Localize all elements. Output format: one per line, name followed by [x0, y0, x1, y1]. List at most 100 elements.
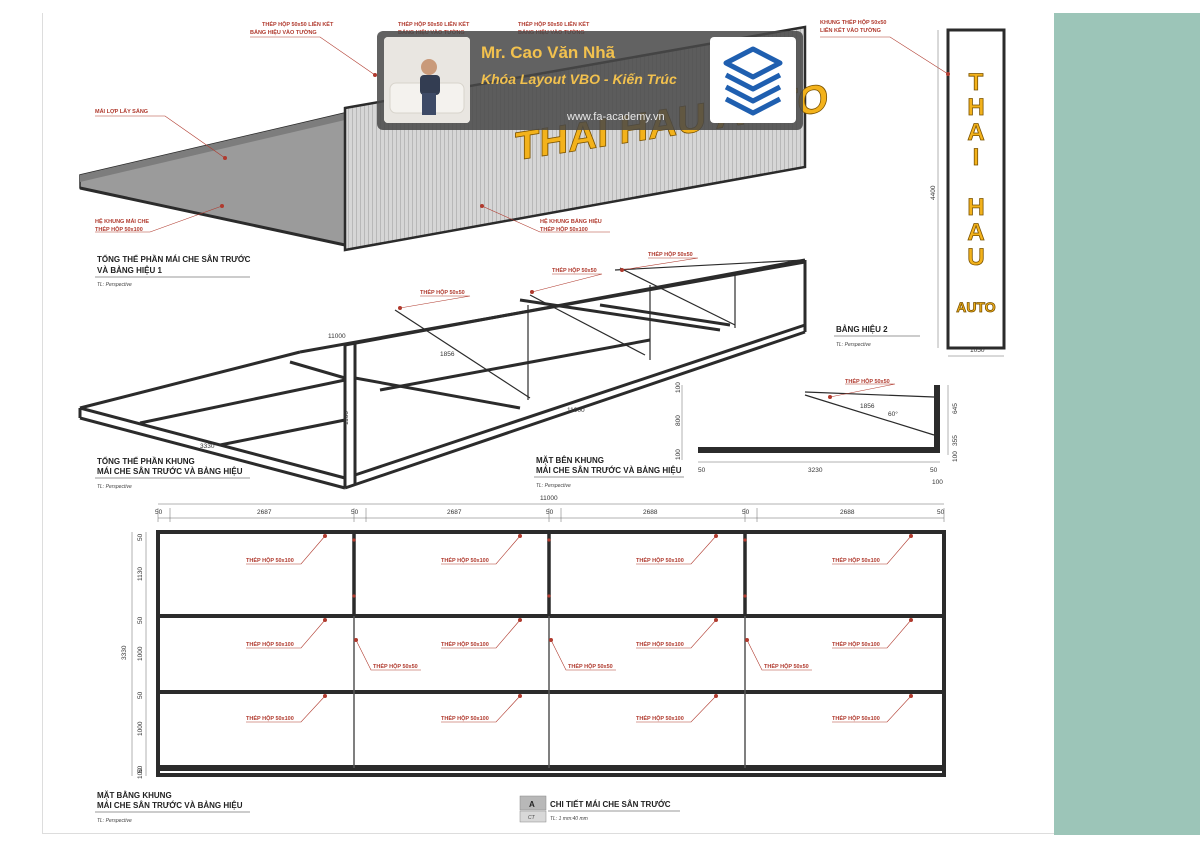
- plan-overall-depth: 3330: [121, 645, 128, 660]
- view4-left: 50: [698, 467, 706, 474]
- plan-post-label: THÉP HỘP 50x50: [568, 662, 613, 670]
- view3-brace-label-2: THÉP HỘP 50x50: [552, 266, 597, 274]
- plan-beam-label: THÉP HỘP 50x100: [441, 714, 489, 722]
- view3-length-top: 11000: [328, 333, 346, 340]
- plan-beam-label: THÉP HỘP 50x100: [246, 714, 294, 722]
- view1-title-1: TỔNG THỂ PHẦN MÁI CHE SÂN TRƯỚC: [97, 254, 251, 264]
- sign-letter-6: A: [967, 219, 984, 246]
- author-name: Mr. Cao Văn Nhã: [481, 43, 616, 62]
- title-block-title: CHI TIẾT MÁI CHE SÂN TRƯỚC: [550, 799, 671, 809]
- sign-auto: AUTO: [956, 299, 996, 315]
- sign-letter-3: A: [967, 119, 984, 146]
- label-connect-a1: THÉP HỘP 50x50 LIÊN KẾT: [262, 20, 334, 28]
- plan-side-dim: 50: [137, 533, 144, 541]
- plan-top-dim: 2688: [840, 509, 855, 516]
- plan-side-dim: 50: [137, 765, 144, 773]
- view2-title: BẢNG HIỆU 2: [836, 325, 888, 334]
- view4-side-elevation: THÉP HỘP 50x50 1856 60° 3230 50 50 100 6…: [534, 377, 959, 489]
- plan-top-dim: 50: [155, 509, 163, 516]
- label-sign-frame-2: THÉP HỘP 50x100: [540, 225, 588, 233]
- view3-frame-perspective: THÉP HỘP 50x50 THÉP HỘP 50x50 THÉP HỘP 5…: [78, 250, 807, 490]
- view3-brace-dim: 1856: [440, 351, 455, 358]
- plan-beam-label: THÉP HỘP 50x100: [832, 556, 880, 564]
- plan-beam-label: THÉP HỘP 50x100: [832, 640, 880, 648]
- view2-width: 1050: [970, 347, 985, 354]
- roof-edge: [80, 113, 345, 182]
- plan-top-dim: 2687: [447, 509, 462, 516]
- title-block-ct: CT: [528, 815, 536, 821]
- website-link[interactable]: www.fa-academy.vn: [567, 111, 665, 123]
- view3-brace-label-3: THÉP HỘP 50x50: [648, 250, 693, 258]
- view2-vertical-sign: T H A I H A U AUTO KHUNG THÉP HỘP 50x50 …: [820, 18, 1006, 357]
- plan-top-dim: 50: [742, 509, 750, 516]
- plan-side-dim: 1130: [137, 567, 144, 581]
- author-photo-icon: [384, 37, 470, 123]
- plan-top-dim: 50: [546, 509, 554, 516]
- view3-brace-label-1: THÉP HỘP 50x50: [420, 288, 465, 296]
- plan-beam-label: THÉP HỘP 50x100: [246, 640, 294, 648]
- vertical-sign-board: [946, 28, 1006, 350]
- view3-length: 11000: [567, 407, 585, 414]
- view4-v3: 100: [952, 451, 959, 462]
- label-roof: MÁI LỢP LẤY SÁNG: [95, 108, 148, 115]
- plan-beam-label: THÉP HỘP 50x100: [246, 556, 294, 564]
- view3-depth: 3330: [200, 443, 215, 450]
- view1-title-2: VÀ BẢNG HIỆU 1: [97, 266, 162, 275]
- label-roof-frame-1: HỆ KHUNG MÁI CHE: [95, 217, 149, 225]
- view4-right: 50: [930, 467, 938, 474]
- view4-left-v1: 100: [675, 382, 682, 393]
- academy-logo: [710, 37, 796, 123]
- sign-letter-5: H: [967, 194, 984, 221]
- view4-brace-dim: 1856: [860, 403, 875, 410]
- plan-beam-label: THÉP HỘP 50x100: [636, 640, 684, 648]
- view4-angle: 60°: [888, 410, 898, 418]
- sign-letter-7: U: [967, 244, 984, 271]
- view2-label-1: KHUNG THÉP HỘP 50x50: [820, 18, 886, 26]
- side-panel: [1054, 13, 1200, 835]
- plan-side-dim: 1000: [137, 646, 144, 661]
- view4-bottom: 100: [932, 479, 943, 486]
- view4-left-v2: 800: [675, 415, 682, 426]
- label-connect-a2: BẢNG HIỆU VÀO TƯỜNG: [250, 28, 317, 36]
- view4-brace-label: THÉP HỘP 50x50: [845, 377, 890, 385]
- title-block-scale: TL: 1 mm:40 mm: [550, 816, 588, 822]
- sign-letter-4: I: [973, 144, 980, 171]
- plan-top-dim: 2688: [643, 509, 658, 516]
- plan-top-dim: 2687: [257, 509, 272, 516]
- sign-letter-2: H: [967, 94, 984, 121]
- plan-side-dim: 100: [137, 768, 144, 779]
- view3-height: 1100: [343, 411, 350, 425]
- label-roof-frame-2: THÉP HỘP 50x100: [95, 225, 143, 233]
- view2-scale: TL: Perspective: [836, 342, 871, 348]
- label-connect-b1: THÉP HỘP 50x50 LIÊN KẾT: [398, 20, 470, 28]
- course-name: Khóa Layout VBO - Kiến Trúc: [481, 71, 677, 87]
- plan-beam-label: THÉP HỘP 50x100: [636, 714, 684, 722]
- sign-letter-1: T: [969, 69, 984, 96]
- plan-side-dim: 1000: [137, 721, 144, 736]
- label-sign-frame-1: HỆ KHUNG BẢNG HIỆU: [540, 217, 602, 225]
- plan-side-dim: 50: [137, 616, 144, 624]
- view4-scale: TL: Perspective: [536, 483, 571, 489]
- view4-left-v3: 100: [675, 449, 682, 460]
- plan-beam-label: THÉP HỘP 50x100: [441, 640, 489, 648]
- title-block: A CHI TIẾT MÁI CHE SÂN TRƯỚC CT TL: 1 mm…: [519, 795, 680, 823]
- plan-title-2: MÁI CHE SÂN TRƯỚC VÀ BẢNG HIỆU: [97, 801, 243, 810]
- view4-title-1: MẶT BÊN KHUNG: [536, 456, 604, 465]
- stacked-layers-icon: [723, 46, 783, 116]
- view2-label-2: LIÊN KẾT VÀO TƯỜNG: [820, 26, 881, 34]
- view4-v1: 645: [952, 403, 959, 414]
- plan-top-dim: 50: [937, 509, 945, 516]
- label-connect-c1: THÉP HỘP 50x50 LIÊN KẾT: [518, 20, 590, 28]
- plan-top-dim: 50: [351, 509, 359, 516]
- plan-beam-label: THÉP HỘP 50x100: [441, 556, 489, 564]
- roof-front-beam: [79, 186, 346, 247]
- author-photo: [384, 37, 470, 123]
- view4-v2: 355: [952, 435, 959, 446]
- plan-post-label: THÉP HỘP 50x50: [373, 662, 418, 670]
- view3-title-2: MÁI CHE SÂN TRƯỚC VÀ BẢNG HIỆU: [97, 467, 243, 476]
- view3-scale: TL: Perspective: [97, 484, 132, 490]
- plan-beam-label: THÉP HỘP 50x100: [636, 556, 684, 564]
- title-block-code: A: [529, 800, 535, 809]
- plan-side-dim: 50: [137, 691, 144, 699]
